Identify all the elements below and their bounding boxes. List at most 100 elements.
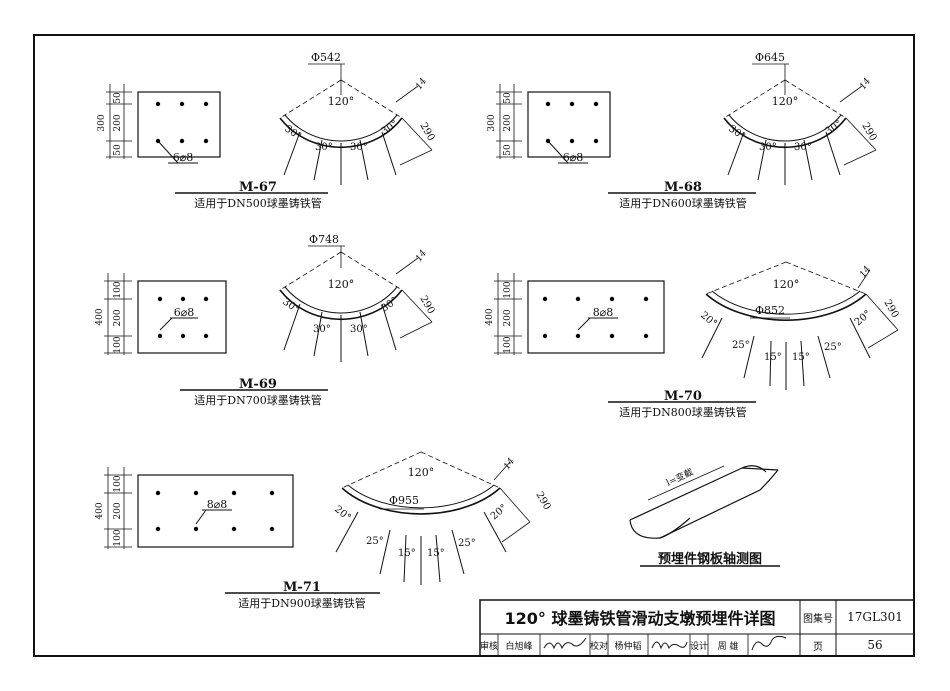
pipe-diameter: Φ542 [311,51,341,64]
angle-4: 30° [379,118,400,137]
iso-length-label: l=变截 [664,466,695,489]
arc-length: 290 [417,294,436,316]
dim-mid: 200 [503,114,513,131]
iso-title: 预埋件钢板轴测图 [658,551,762,567]
panel-code: M-71 [283,580,321,595]
plate-plan [137,474,294,548]
title-block-grid [479,599,915,657]
panel-m69: 6⌀8 100 200 100 400 M-69 适用于DN700球墨铸铁管 [95,233,436,407]
angle-3: 15° [764,352,782,363]
angle-2: 25° [366,536,384,547]
dim-bottom: 50 [503,144,513,156]
panel-code: M-68 [664,180,702,195]
arc-length: 290 [881,298,900,320]
dim-total: 400 [485,308,495,325]
angle-4: 15° [427,548,445,559]
arc-length: 290 [417,121,436,143]
plate-thickness: 14 [858,76,873,91]
anchor-holes [157,296,209,339]
panel-note: 适用于DN800球墨铸铁管 [619,405,746,419]
angle-top: 120° [328,278,355,291]
angle-1: 30° [282,123,303,142]
pipe-diameter: Φ645 [755,51,785,64]
plate-plan [137,280,227,354]
panel-note: 适用于DN600球墨铸铁管 [619,196,746,210]
plate-thickness: 14 [414,248,429,263]
angle-top: 120° [408,466,435,479]
dim-total: 300 [487,114,497,131]
dim-total: 300 [97,114,107,131]
angle-3: 30° [350,324,368,335]
plate-plan [527,91,611,158]
panel-m71: 8⌀8 100 200 100 400 M-71 适用于DN900球墨铸铁管 [95,451,552,610]
anchor-holes [545,101,599,144]
dim-top: 50 [113,92,123,104]
signatures [543,635,787,651]
iso-view: l=变截 预埋件钢板轴测图 [629,465,780,567]
arc-length: 290 [859,121,878,143]
dim-mid: 200 [503,309,513,326]
angle-top: 120° [772,95,799,108]
panel-m68: 6⌀8 50 200 50 300 M-68 适用于DN600球墨铸铁管 [487,51,878,210]
dim-bottom: 50 [113,144,123,156]
angle-top: 120° [328,95,355,108]
rebar-label: 8⌀8 [207,498,228,511]
pipe-diameter: Φ852 [755,304,785,317]
dim-mid: 200 [113,502,123,519]
panel-note: 适用于DN500球墨铸铁管 [194,196,321,210]
dim-bottom: 100 [113,529,123,546]
dim-total: 400 [95,502,105,519]
angle-5: 25° [458,538,476,549]
panel-code: M-69 [239,377,277,392]
angle-2: 30° [759,142,777,153]
dim-top: 50 [503,92,513,104]
angle-6: 20° [853,308,874,328]
angle-1: 20° [332,504,353,524]
dim-mid: 200 [113,309,123,326]
angle-3: 30° [794,142,812,153]
angle-4: 15° [792,352,810,363]
angle-1: 30° [726,123,747,142]
panel-note: 适用于DN900球墨铸铁管 [238,596,365,610]
dim-bottom: 100 [503,336,513,353]
anchor-holes [155,490,275,532]
angle-1: 20° [698,310,719,330]
panel-code: M-70 [664,389,702,404]
plate-thickness: 14 [858,264,873,279]
plate-plan [137,91,221,158]
panel-code: M-67 [239,180,277,195]
pipe-diameter: Φ748 [309,233,339,246]
angle-top: 120° [773,278,800,291]
angle-4: 30° [379,295,400,314]
dim-total: 400 [95,308,105,325]
pipe-diameter: Φ955 [389,494,419,507]
angle-6: 20° [489,502,510,522]
arc-length: 290 [533,490,552,512]
angle-3: 30° [350,142,368,153]
plate-thickness: 14 [502,456,517,471]
angle-4: 30° [823,118,844,137]
angle-2: 25° [732,340,750,351]
angle-2: 30° [315,142,333,153]
dim-top: 100 [503,281,513,298]
dim-bottom: 100 [113,336,123,353]
rebar-label: 6⌀8 [563,151,584,164]
dim-mid: 200 [113,114,123,131]
rebar-label: 6⌀8 [174,306,195,319]
anchor-holes [155,101,209,144]
dim-top: 100 [113,475,123,492]
angle-5: 25° [824,342,842,353]
plate-plan [527,280,665,354]
angle-2: 30° [313,324,331,335]
panel-m70: 8⌀8 100 200 100 400 M-70 适用于DN800球墨铸铁管 [485,261,900,419]
angle-3: 15° [398,548,416,559]
panel-note: 适用于DN700球墨铸铁管 [194,393,321,407]
dim-top: 100 [113,281,123,298]
sheet-border [33,34,915,657]
panel-m67: 6⌀8 50 200 50 300 M-67 适用于DN500球墨铸铁管 [97,51,436,210]
rebar-label: 8⌀8 [593,306,614,319]
plate-thickness: 14 [414,76,429,91]
rebar-label: 6⌀8 [173,151,194,164]
